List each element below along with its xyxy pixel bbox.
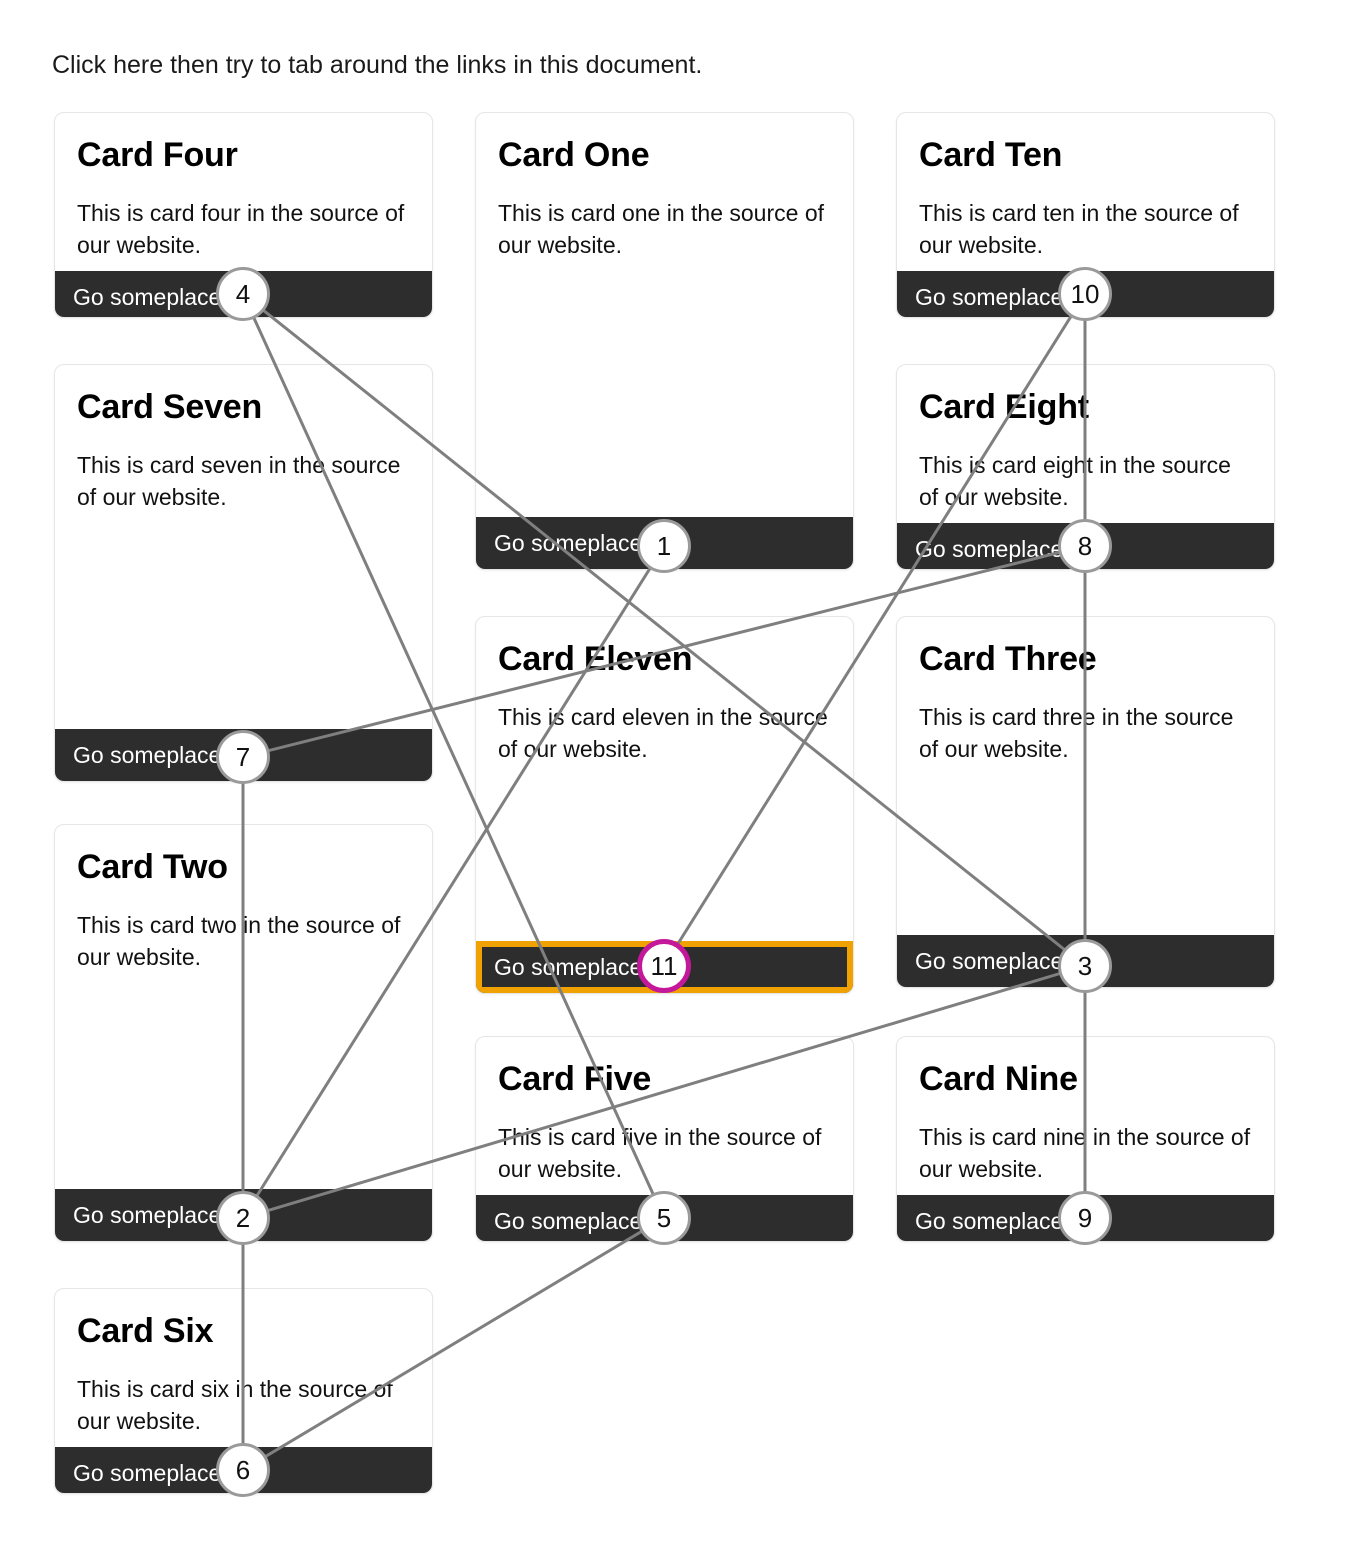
card-description: This is card four in the source of our w…	[77, 200, 405, 258]
card-title: Card Two	[77, 848, 228, 886]
tab-index-badge-9: 9	[1058, 1191, 1112, 1245]
tab-index-badge-6: 6	[216, 1443, 270, 1497]
card-title: Card Eight	[919, 388, 1089, 426]
tab-index-badge-7: 7	[216, 730, 270, 784]
tab-index-badge-5: 5	[637, 1191, 691, 1245]
tab-index-badge-3: 3	[1058, 939, 1112, 993]
intro-text: Click here then try to tab around the li…	[52, 51, 703, 79]
tab-index-badge-10: 10	[1058, 267, 1112, 321]
card-description: This is card one in the source of our we…	[498, 200, 824, 258]
card-title: Card One	[498, 136, 650, 174]
card-description: This is card two in the source of our we…	[77, 912, 401, 970]
tab-index-badge-11: 11	[637, 939, 691, 993]
card-description: This is card ten in the source of our we…	[919, 200, 1239, 258]
card-title: Card Three	[919, 640, 1097, 678]
card-title: Card Seven	[77, 388, 263, 426]
card-title: Card Ten	[919, 136, 1063, 174]
card-description: This is card five in the source of our w…	[498, 1124, 822, 1182]
card-title: Card Five	[498, 1060, 652, 1098]
card-title: Card Six	[77, 1312, 214, 1350]
card-description: This is card six in the source of our we…	[77, 1376, 393, 1434]
card-description: This is card nine in the source of our w…	[919, 1124, 1251, 1182]
card-title: Card Eleven	[498, 640, 693, 678]
tab-index-badge-2: 2	[216, 1191, 270, 1245]
card-description: This is card seven in the source of our …	[77, 452, 401, 510]
card-description: This is card eleven in the source of our…	[498, 704, 828, 762]
card-title: Card Four	[77, 136, 238, 174]
tab-index-badge-8: 8	[1058, 519, 1112, 573]
card-description: This is card three in the source of our …	[919, 704, 1234, 762]
tab-index-badge-4: 4	[216, 267, 270, 321]
card-title: Card Nine	[919, 1060, 1078, 1098]
tab-index-badge-1: 1	[637, 519, 691, 573]
card-description: This is card eight in the source of our …	[919, 452, 1231, 510]
